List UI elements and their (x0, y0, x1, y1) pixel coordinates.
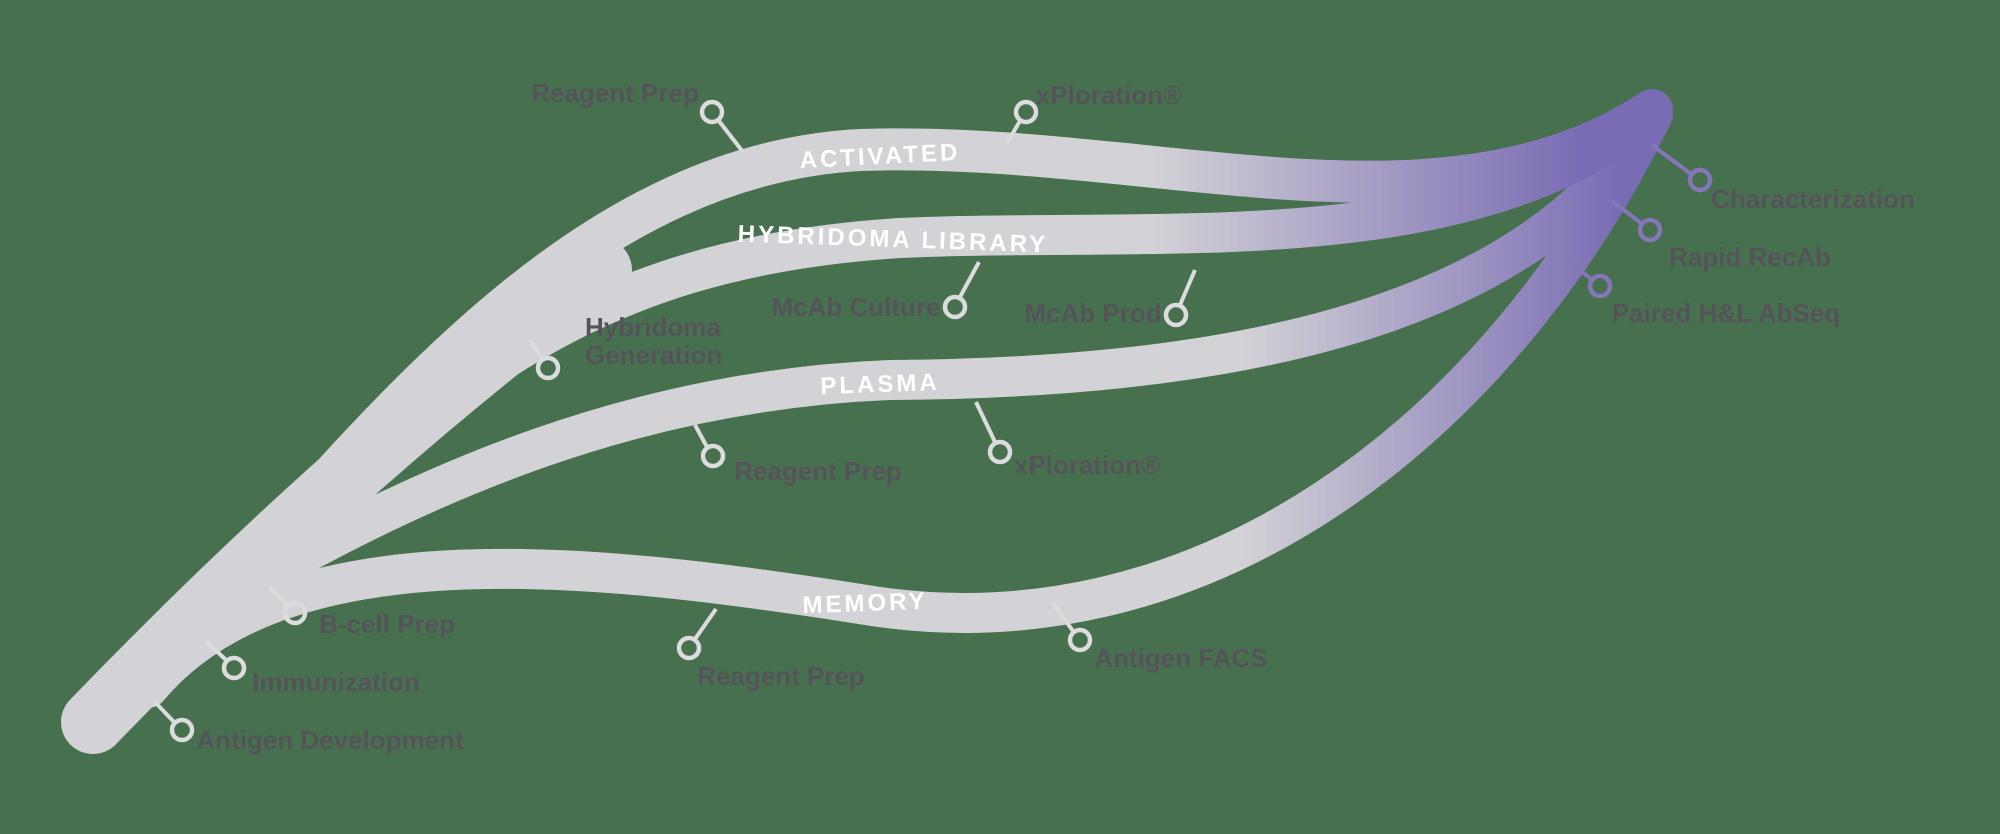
callout-label: Immunization (252, 667, 420, 697)
callout-mcab-culture: McAb Culture (772, 261, 981, 322)
callout-paired-hl-abseq: Paired H&L AbSeq (1568, 260, 1840, 328)
callout-stem (152, 699, 176, 724)
band-label-plasma: PLASMA (820, 369, 940, 400)
callout-label: McAb Culture (772, 292, 941, 322)
callout-marker-circle (1637, 217, 1663, 243)
callout-marker-circle (699, 99, 725, 125)
callout-stem (693, 424, 709, 448)
callout-stem (528, 338, 544, 361)
callout-reagent-prep-plasma: Reagent Prep (693, 424, 902, 486)
callout-label: xPloration® (1036, 80, 1182, 110)
callout-marker-circle (676, 635, 702, 661)
callout-label: xPloration® (1014, 450, 1160, 480)
callout-label-line1: Hybridoma (585, 312, 721, 342)
callout-characterization: Characterization (1650, 143, 1915, 214)
callout-stem (268, 586, 289, 607)
callout-marker-circle (535, 355, 561, 381)
callout-marker-circle (1067, 627, 1093, 653)
callout-marker-circle (942, 294, 968, 320)
callout-label: Reagent Prep (531, 78, 699, 108)
callout-reagent-prep-activated: Reagent Prep (531, 78, 745, 154)
callout-stem (1178, 269, 1197, 306)
callout-b-cell-prep: B-cell Prep (268, 586, 455, 639)
callout-reagent-prep-memory: Reagent Prep (676, 607, 865, 691)
callout-stem (1050, 600, 1075, 633)
callout-marker-circle (987, 439, 1013, 465)
ribbon-memory (128, 94, 1673, 708)
callout-marker-circle (1687, 167, 1713, 193)
callout-stem (1005, 119, 1022, 145)
callout-antigen-facs: Antigen FACS (1050, 600, 1268, 673)
callout-label: Rapid RecAb (1669, 242, 1831, 272)
callout-mcab-prod: McAb Prod (1024, 269, 1197, 328)
callout-marker-circle (169, 717, 195, 743)
band-label-memory: MEMORY (802, 588, 928, 619)
callout-stem (958, 261, 981, 298)
ribbon-group (61, 89, 1673, 754)
callout-stem (693, 607, 718, 641)
callout-marker-circle (700, 443, 726, 469)
callout-marker-circle (221, 655, 247, 681)
callout-label: Antigen Development (196, 725, 464, 755)
ribbon-plasma (210, 100, 1670, 615)
callout-label: Antigen FACS (1094, 643, 1267, 673)
callout-antigen-development: Antigen Development (152, 699, 464, 755)
callout-stem (974, 401, 997, 443)
callout-immunization: Immunization (204, 639, 420, 697)
callout-stem (204, 639, 228, 662)
ribbon-trunk (61, 238, 632, 754)
callout-label: Reagent Prep (697, 661, 865, 691)
callout-label: Paired H&L AbSeq (1612, 298, 1840, 328)
callout-hybridoma-generation: Hybridoma Generation (528, 312, 728, 381)
callout-label-line2: Generation (585, 340, 722, 370)
callout-stem (1568, 260, 1593, 281)
callout-rapid-recab: Rapid RecAb (1610, 199, 1831, 272)
callout-xploration-plasma: xPloration® (974, 401, 1160, 480)
callout-label: Reagent Prep (734, 456, 902, 486)
callout-stem (1610, 199, 1643, 225)
callout-xploration-activated: xPloration® (1005, 80, 1182, 145)
callout-marker-circle (282, 600, 308, 626)
callout-stem (1650, 143, 1693, 176)
callout-marker-circle (1163, 302, 1189, 328)
callout-label: Characterization (1711, 184, 1915, 214)
callout-label: McAb Prod (1024, 298, 1161, 328)
callout-label: B-cell Prep (319, 609, 455, 639)
callout-stem (717, 119, 745, 154)
callout-marker-circle (1587, 273, 1613, 299)
callout-marker-circle (1013, 99, 1039, 125)
callout-label: Hybridoma Generation (585, 312, 728, 370)
